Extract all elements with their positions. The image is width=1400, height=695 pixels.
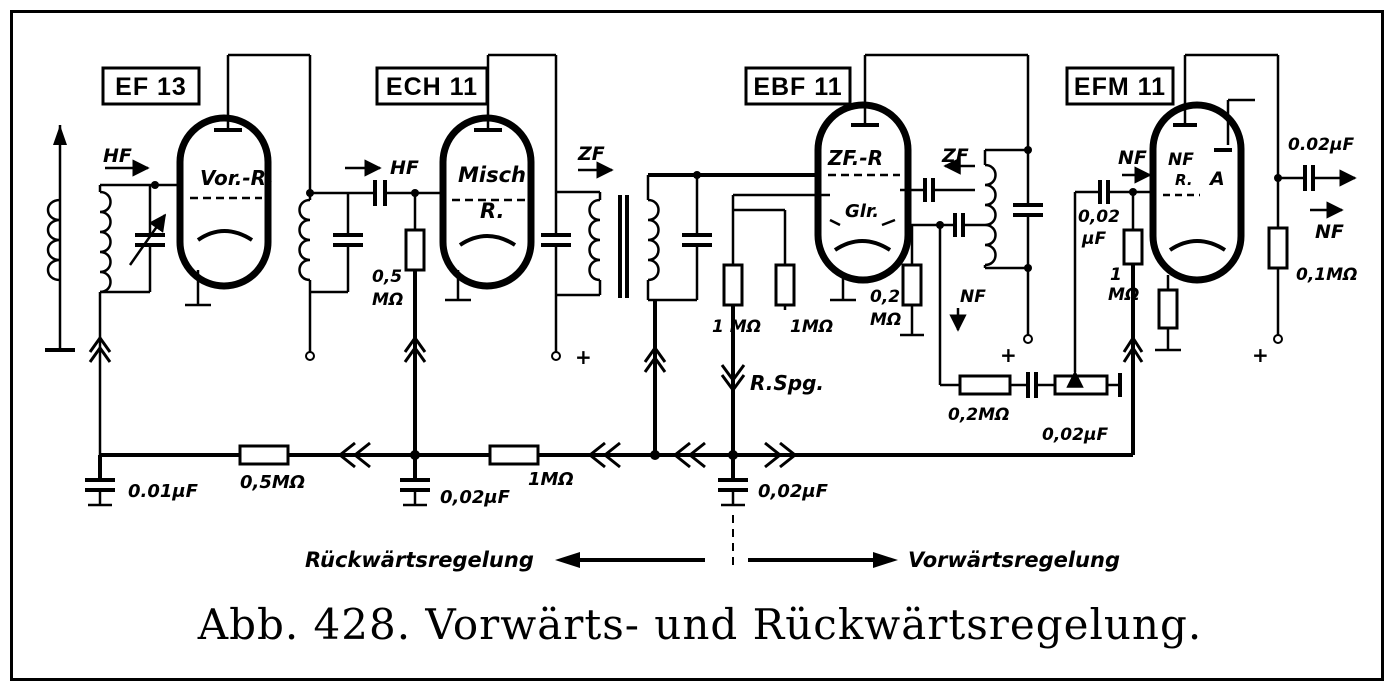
frame-border	[10, 10, 1384, 681]
grid-resistor-ech11: 0,5 MΩ	[372, 189, 426, 455]
svg-text:R.: R.	[1175, 171, 1193, 189]
svg-text:Vorwärtsregelung: Vorwärtsregelung	[908, 548, 1120, 572]
svg-text:+: +	[1252, 343, 1269, 367]
svg-text:ZF.-R: ZF.-R	[827, 146, 883, 170]
svg-text:R.: R.	[480, 199, 505, 223]
tube-label-ebf11: EBF 11	[744, 66, 852, 106]
svg-text:1: 1	[1110, 265, 1122, 285]
svg-text:1MΩ: 1MΩ	[790, 317, 833, 337]
detector-circuit: + ZF 0,2 MΩ 0,2MΩ 0,02μF NF	[870, 145, 1122, 445]
tube-label-ef13: EF 13	[101, 66, 201, 106]
if-transformer-1: + ZF	[541, 143, 660, 369]
svg-text:0,02μF: 0,02μF	[1042, 425, 1108, 445]
tube-label-ech11: ECH 11	[375, 66, 489, 106]
regulation-voltage-line: R.Spg. 1 MΩ 1MΩ	[712, 193, 833, 470]
tube-efm11: 1 MΩ 0,02 μF NF NF R. A	[1075, 53, 1280, 455]
svg-text:0,2: 0,2	[870, 287, 900, 307]
svg-text:Misch: Misch	[458, 163, 526, 187]
svg-text:NF: NF	[1315, 221, 1344, 243]
svg-text:ZF: ZF	[941, 145, 969, 167]
svg-text:0,5MΩ: 0,5MΩ	[240, 472, 305, 493]
svg-text:0,5: 0,5	[372, 267, 402, 287]
svg-text:HF: HF	[103, 145, 132, 167]
svg-text:MΩ: MΩ	[870, 310, 901, 330]
svg-text:NF: NF	[1168, 150, 1194, 170]
interstage-tank-1: HF	[298, 157, 445, 361]
input-tank-circuit: HF	[98, 145, 167, 455]
antenna	[45, 125, 75, 352]
tube-ef13: Vor.-R.	[155, 53, 312, 307]
if-secondary	[646, 171, 830, 455]
svg-text:+: +	[1000, 343, 1017, 367]
svg-text:NF: NF	[1118, 147, 1147, 169]
svg-text:NF: NF	[960, 287, 986, 307]
svg-text:HF: HF	[390, 157, 419, 179]
svg-text:1 MΩ: 1 MΩ	[712, 317, 761, 337]
output-circuit: 0.02μF NF + 0,1MΩ	[1252, 135, 1357, 367]
svg-text:1MΩ: 1MΩ	[528, 469, 574, 490]
regulation-direction: Rückwärtsregelung Vorwärtsregelung	[305, 548, 1120, 572]
svg-text:EF 13: EF 13	[115, 73, 187, 101]
agc-bus: 0.01μF 0,5MΩ 0,02μF 1MΩ 0,02μF	[85, 335, 1133, 570]
svg-text:0.02μF: 0.02μF	[1288, 135, 1354, 155]
svg-text:MΩ: MΩ	[1108, 285, 1139, 305]
svg-text:Vor.-R.: Vor.-R.	[200, 166, 274, 190]
svg-text:Rückwärtsregelung: Rückwärtsregelung	[305, 548, 534, 572]
svg-text:R.Spg.: R.Spg.	[750, 371, 824, 395]
svg-text:ZF: ZF	[577, 143, 605, 165]
svg-text:Glr.: Glr.	[845, 201, 879, 222]
tube-label-efm11: EFM 11	[1065, 66, 1175, 106]
svg-text:0,02: 0,02	[1078, 207, 1120, 227]
svg-text:+: +	[575, 345, 592, 369]
svg-text:ECH 11: ECH 11	[386, 73, 478, 101]
figure-caption: Abb. 428. Vorwärts- und Rückwärtsregelun…	[197, 600, 1203, 649]
tube-ebf11: ZF.-R Glr.	[814, 53, 1030, 302]
svg-text:0,2MΩ: 0,2MΩ	[948, 405, 1009, 425]
svg-text:A: A	[1208, 168, 1225, 190]
tube-ech11: Misch R.	[439, 53, 558, 302]
svg-text:0,02μF: 0,02μF	[758, 481, 829, 502]
svg-text:μF: μF	[1081, 229, 1107, 249]
svg-text:0.01μF: 0.01μF	[128, 481, 199, 502]
svg-text:0,02μF: 0,02μF	[440, 487, 511, 508]
svg-text:MΩ: MΩ	[372, 290, 403, 310]
svg-text:EFM 11: EFM 11	[1074, 73, 1166, 101]
svg-text:0,1MΩ: 0,1MΩ	[1296, 265, 1357, 285]
svg-text:EBF 11: EBF 11	[753, 73, 842, 101]
